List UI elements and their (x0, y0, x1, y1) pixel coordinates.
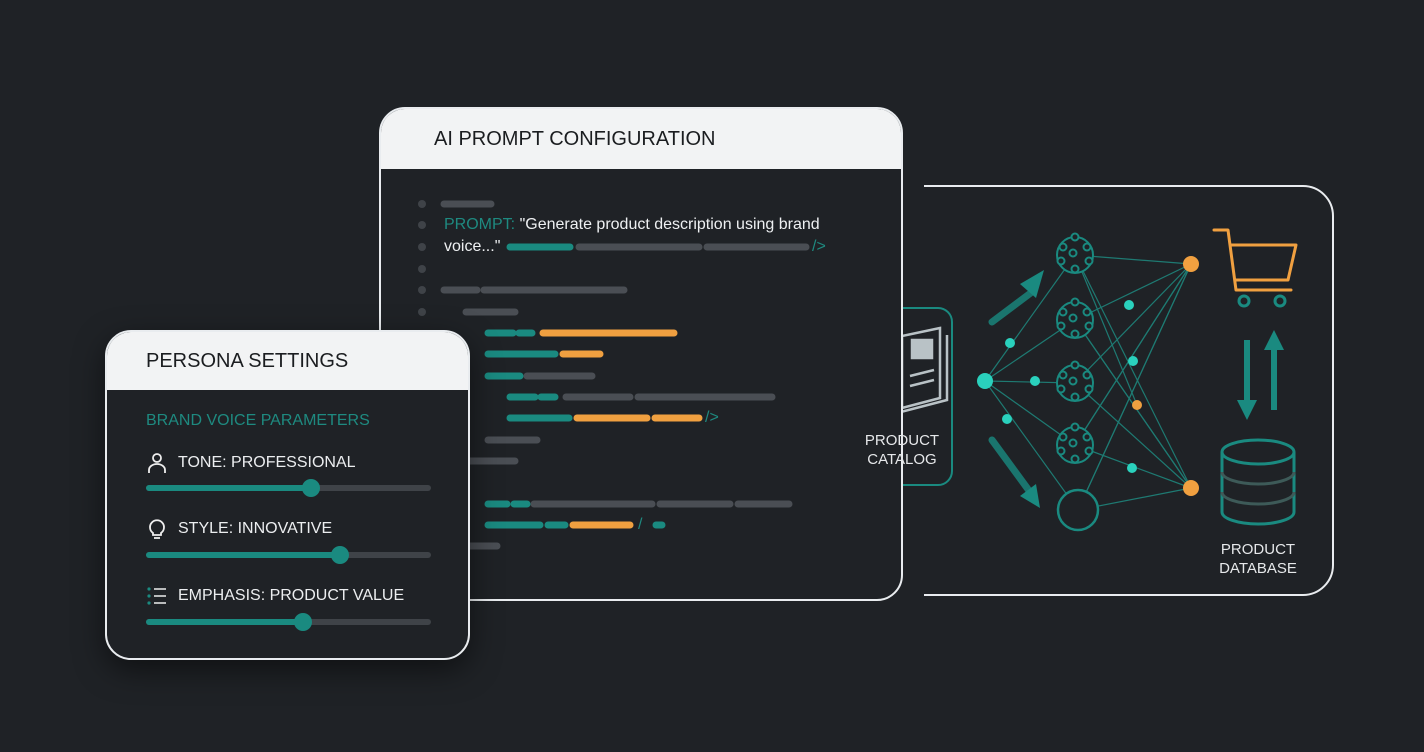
brain-synapse (1070, 297, 1080, 307)
style-slider[interactable] (146, 546, 431, 564)
slider-knob[interactable] (330, 546, 349, 564)
brain-node-icon (1056, 232, 1094, 274)
param-tone: TONE: PROFESSIONAL (146, 452, 356, 474)
brain-synapse (1068, 313, 1078, 323)
slider-knob[interactable] (302, 479, 321, 497)
brain-synapse (1070, 264, 1080, 274)
catalog-line2: CATALOG (867, 451, 937, 468)
diagram-panel-border (924, 185, 1334, 596)
edge (1074, 263, 1192, 446)
output-node-orange (1183, 256, 1199, 272)
hidden-node (1030, 376, 1040, 386)
edge (1077, 263, 1192, 511)
output-node-orange (1132, 400, 1142, 410)
panel-title: PERSONA SETTINGS (107, 332, 468, 390)
param-label: STYLE: INNOVATIVE (178, 520, 333, 537)
brain-synapse (1082, 432, 1092, 442)
brain-synapse (1084, 256, 1094, 266)
brain-synapse (1070, 392, 1080, 402)
catalog-line1: PRODUCT (864, 432, 940, 449)
prompt-line-1: PROMPT: "Generate product description us… (444, 216, 820, 234)
brain-synapse (1082, 370, 1092, 380)
lightbulb-icon (149, 519, 165, 539)
brain-synapse (1084, 446, 1094, 456)
edge (1074, 382, 1192, 489)
line-gutter-dot (418, 286, 426, 294)
hidden-node (1127, 463, 1137, 473)
product-database-label: PRODUCT DATABASE (1188, 540, 1328, 578)
prompt-keyword: PROMPT: (444, 216, 516, 233)
line-gutter-dot (418, 265, 426, 273)
flow-arrows (988, 270, 1284, 508)
prompt-line-2: voice..." (444, 238, 501, 255)
line-gutter-dot (418, 308, 426, 316)
brand-voice-subtitle: BRAND VOICE PARAMETERS (146, 412, 370, 429)
edge (1074, 263, 1192, 384)
edge (984, 380, 1079, 511)
brain-node-icon (1056, 422, 1094, 464)
database-icon (1220, 438, 1296, 526)
shopping-cart-icon (1212, 228, 1298, 308)
panel-title: AI PROMPT CONFIGURATION (381, 109, 901, 169)
brain-synapse (1058, 307, 1068, 317)
prompt-text: "Generate product description using bran… (519, 216, 820, 233)
hidden-node (1128, 356, 1138, 366)
brain-synapse (1056, 446, 1066, 456)
slash: / (638, 516, 643, 533)
brain-node-icon (1056, 360, 1094, 402)
arrow-up-icon (988, 288, 1036, 326)
brain-synapse (1082, 307, 1092, 317)
line-gutter-dot (418, 243, 426, 251)
param-label: EMPHASIS: PRODUCT VALUE (178, 587, 405, 604)
tone-slider[interactable] (146, 479, 431, 497)
database-line2: DATABASE (1219, 560, 1297, 577)
edge (1074, 254, 1192, 265)
param-label: TONE: PROFESSIONAL (178, 454, 356, 471)
brain-synapse (1070, 329, 1080, 339)
brain-synapse (1056, 384, 1066, 394)
edge (1074, 254, 1192, 489)
brain-synapse (1068, 248, 1078, 258)
brain-synapse (1070, 454, 1080, 464)
brain-synapse (1084, 384, 1094, 394)
edge (1074, 254, 1138, 406)
database-line1: PRODUCT (1220, 541, 1296, 558)
slider-knob[interactable] (293, 613, 312, 631)
source-node (977, 373, 993, 389)
hidden-node (1124, 300, 1134, 310)
hidden-node (1002, 414, 1012, 424)
close-tag: /> (705, 409, 719, 426)
brain-synapse (1082, 242, 1092, 252)
brain-node-icon (1056, 297, 1094, 339)
hidden-node (1005, 338, 1015, 348)
line-gutter-dot (418, 221, 426, 229)
edge (1074, 263, 1192, 321)
brain-synapse (1068, 438, 1078, 448)
brain-synapse (1056, 321, 1066, 331)
list-icon (147, 587, 166, 605)
edge (984, 254, 1076, 382)
brain-synapse (1070, 360, 1080, 370)
close-tag: /> (812, 238, 826, 255)
brain-synapse (1070, 422, 1080, 432)
line-gutter-dot (418, 200, 426, 208)
person-icon (148, 453, 166, 473)
brain-synapse (1070, 232, 1080, 242)
brain-synapse (1056, 256, 1066, 266)
brain-synapse (1058, 242, 1068, 252)
param-emphasis: EMPHASIS: PRODUCT VALUE (146, 585, 404, 607)
persona-settings-panel: PERSONA SETTINGS BRAND VOICE PARAMETERS … (105, 330, 470, 660)
brain-synapse (1084, 321, 1094, 331)
emphasis-slider[interactable] (146, 613, 431, 631)
output-node (1056, 488, 1100, 532)
brain-synapse (1068, 376, 1078, 386)
product-catalog-label: PRODUCT CATALOG (832, 431, 972, 469)
brain-synapse (1058, 370, 1068, 380)
output-node-orange (1183, 480, 1199, 496)
brain-synapse (1058, 432, 1068, 442)
param-style: STYLE: INNOVATIVE (146, 518, 332, 540)
arrow-down-icon (988, 436, 1034, 496)
